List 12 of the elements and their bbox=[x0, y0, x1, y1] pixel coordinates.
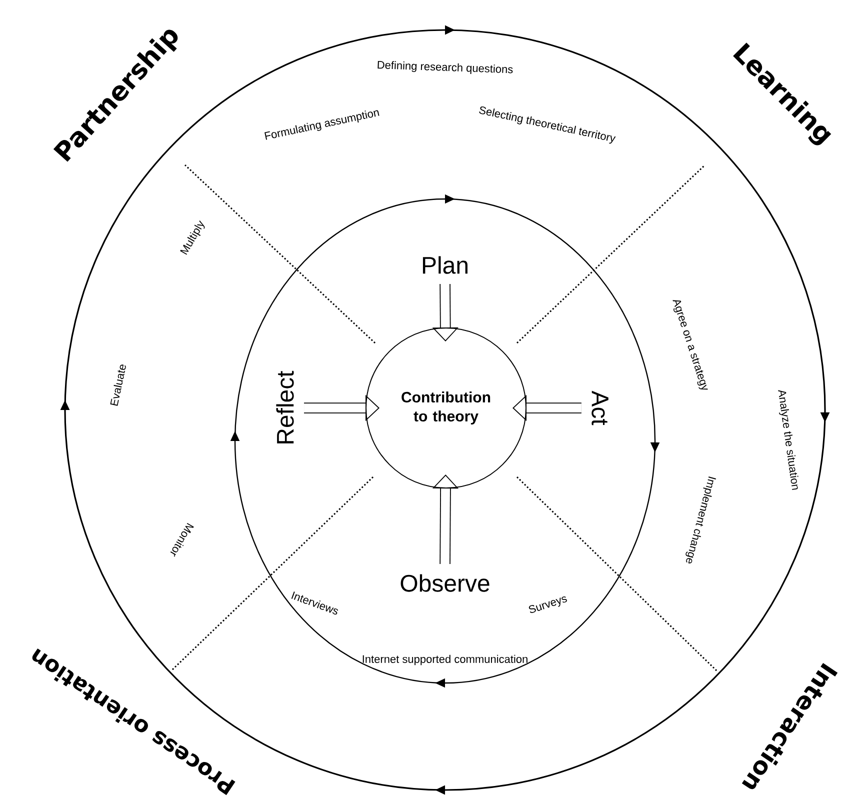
step-label: Internet supported communication bbox=[362, 654, 528, 666]
step-label: Agree on a strategy bbox=[672, 300, 708, 390]
step-label: Formulating assumption bbox=[264, 110, 380, 140]
stage-label: Reflect bbox=[276, 370, 294, 444]
stage-label: Act bbox=[592, 390, 608, 426]
step-label: Surveys bbox=[528, 596, 567, 613]
step-label: Analyze the situation bbox=[778, 390, 798, 490]
step-label: Evaluate bbox=[110, 364, 126, 406]
stage-label: Observe bbox=[400, 574, 490, 592]
step-label: Selecting theoretical territory bbox=[479, 106, 616, 144]
stage-label: Plan bbox=[422, 256, 468, 274]
step-label: Defining research questions bbox=[378, 60, 513, 74]
